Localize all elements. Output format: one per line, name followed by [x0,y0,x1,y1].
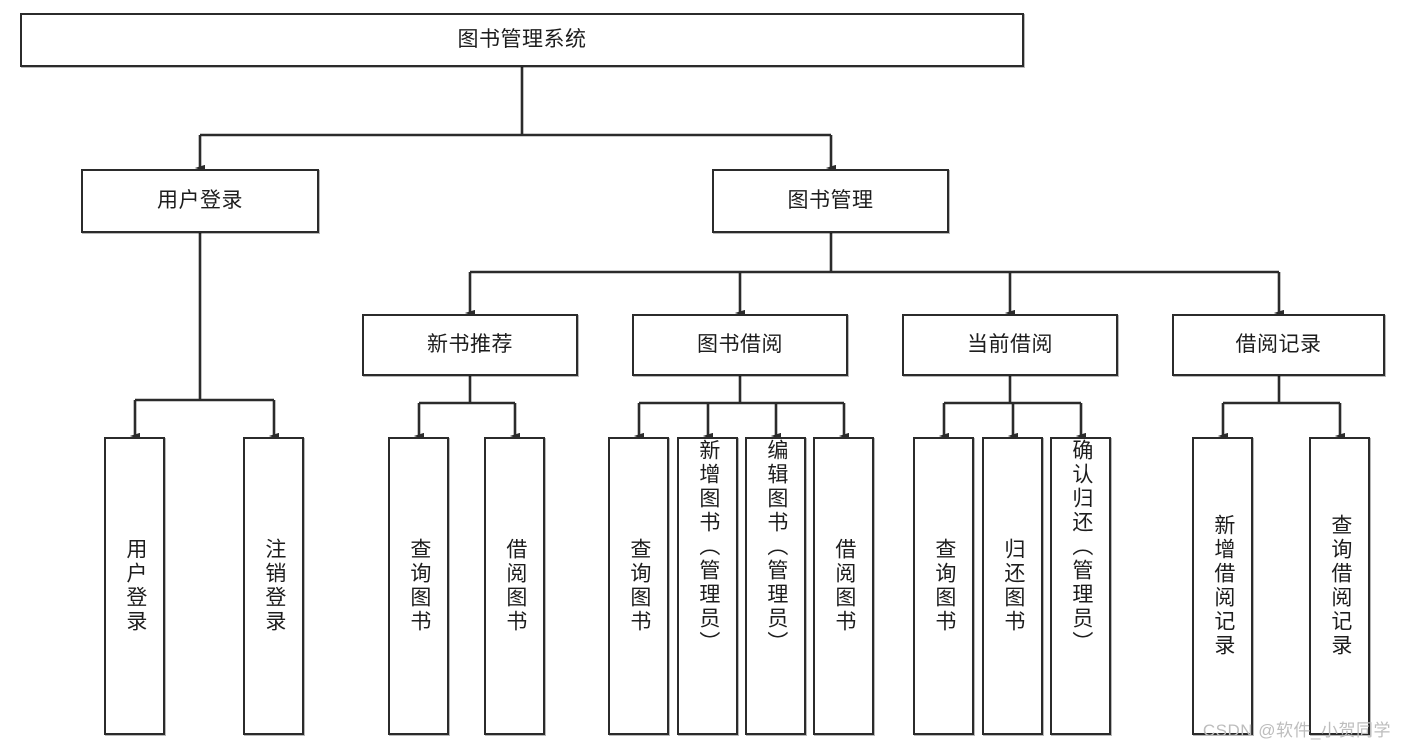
node-leaf-confirm-return-admin[interactable]: 确认归还（管理员） [1050,437,1111,735]
node-label-leaf-query-borrow-record: 查询借阅记录 [1328,514,1352,658]
node-new-book-recommend[interactable]: 新书推荐 [362,314,578,376]
node-label-leaf-borrow-book-2: 借阅图书 [832,538,856,634]
node-label-new-book-recommend: 新书推荐 [427,333,513,357]
node-leaf-edit-book-admin[interactable]: 编辑图书（管理员） [745,437,806,735]
node-leaf-add-book-admin[interactable]: 新增图书（管理员） [677,437,738,735]
node-leaf-user-logout[interactable]: 注销登录 [243,437,304,735]
node-user-login[interactable]: 用户登录 [81,169,319,233]
node-label-user-login: 用户登录 [157,189,243,213]
node-label-leaf-borrow-book-1: 借阅图书 [503,538,527,634]
node-book-manage[interactable]: 图书管理 [712,169,949,233]
node-leaf-query-borrow-record[interactable]: 查询借阅记录 [1309,437,1370,735]
node-label-leaf-confirm-return-admin: 确认归还（管理员） [1069,439,1093,655]
node-leaf-add-borrow-record[interactable]: 新增借阅记录 [1192,437,1253,735]
node-leaf-query-book-1[interactable]: 查询图书 [388,437,449,735]
node-leaf-borrow-book-1[interactable]: 借阅图书 [484,437,545,735]
node-label-leaf-return-book: 归还图书 [1001,538,1025,634]
node-leaf-borrow-book-2[interactable]: 借阅图书 [813,437,874,735]
node-label-root: 图书管理系统 [457,28,587,52]
node-label-borrow-record: 借阅记录 [1235,333,1322,357]
node-leaf-user-login[interactable]: 用户登录 [104,437,165,735]
node-current-borrow[interactable]: 当前借阅 [902,314,1118,376]
node-book-borrow[interactable]: 图书借阅 [632,314,848,376]
node-leaf-query-book-2[interactable]: 查询图书 [608,437,669,735]
node-label-leaf-query-book-1: 查询图书 [407,538,431,634]
node-label-current-borrow: 当前借阅 [967,333,1053,357]
node-label-leaf-user-login: 用户登录 [123,538,147,634]
node-label-leaf-add-borrow-record: 新增借阅记录 [1211,514,1235,658]
node-borrow-record[interactable]: 借阅记录 [1172,314,1385,376]
node-label-leaf-query-book-2: 查询图书 [627,538,651,634]
node-label-leaf-add-book-admin: 新增图书（管理员） [696,439,720,655]
node-root[interactable]: 图书管理系统 [20,13,1024,67]
node-label-leaf-query-book-3: 查询图书 [932,538,956,634]
node-leaf-query-book-3[interactable]: 查询图书 [913,437,974,735]
node-label-book-manage: 图书管理 [787,189,874,213]
node-leaf-return-book[interactable]: 归还图书 [982,437,1043,735]
edge-layer [129,67,1346,440]
node-label-leaf-edit-book-admin: 编辑图书（管理员） [764,439,788,655]
node-label-book-borrow: 图书借阅 [697,333,783,357]
node-label-leaf-user-logout: 注销登录 [262,538,286,634]
